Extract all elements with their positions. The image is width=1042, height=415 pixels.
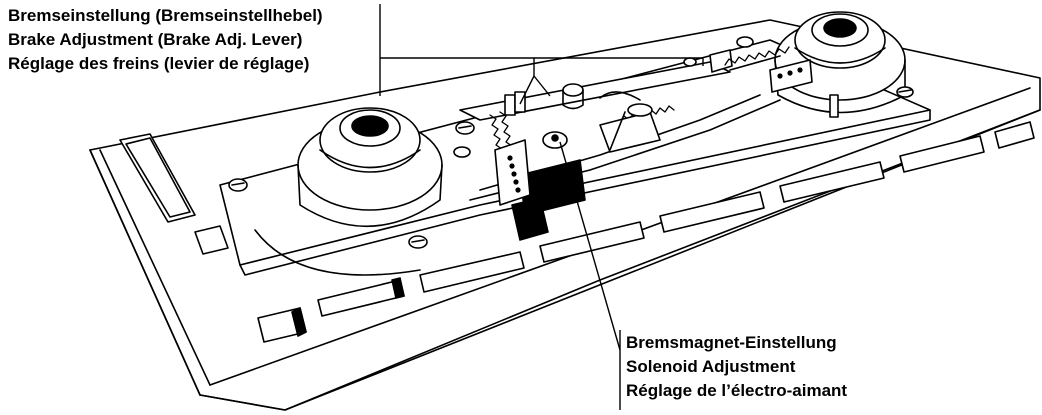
left-reel	[254, 107, 443, 276]
brake-leader-left	[519, 75, 535, 105]
brake-leader-right	[533, 75, 551, 97]
brake-adjustment-label-en: Brake Adjustment (Brake Adj. Lever)	[8, 30, 303, 49]
leader-lines	[379, 4, 704, 410]
screws	[228, 86, 914, 249]
solenoid-adjustment-label-fr: Réglage de l’électro-aimant	[626, 381, 848, 400]
solenoid-label-leader	[559, 141, 621, 351]
brake-adjustment-label: Bremseinstellung (Bremseinstellhebel) Br…	[8, 4, 323, 76]
solenoid-adjustment-label-en: Solenoid Adjustment	[626, 357, 796, 376]
perforated-lever	[494, 59, 813, 206]
deck-plate	[219, 39, 931, 276]
solenoid-adjustment-label: Bremsmagnet-Einstellung Solenoid Adjustm…	[626, 331, 847, 403]
brake-adjustment-label-fr: Réglage des freins (levier de réglage)	[8, 54, 310, 73]
chassis-side-slots	[119, 133, 229, 255]
brake-adjustment-label-de: Bremseinstellung (Bremseinstellhebel)	[8, 6, 323, 25]
chassis-slots	[257, 121, 1035, 343]
right-reel	[774, 11, 906, 114]
brake-leader-far	[534, 57, 704, 66]
solenoid-adjustment-label-de: Bremsmagnet-Einstellung	[626, 333, 837, 352]
